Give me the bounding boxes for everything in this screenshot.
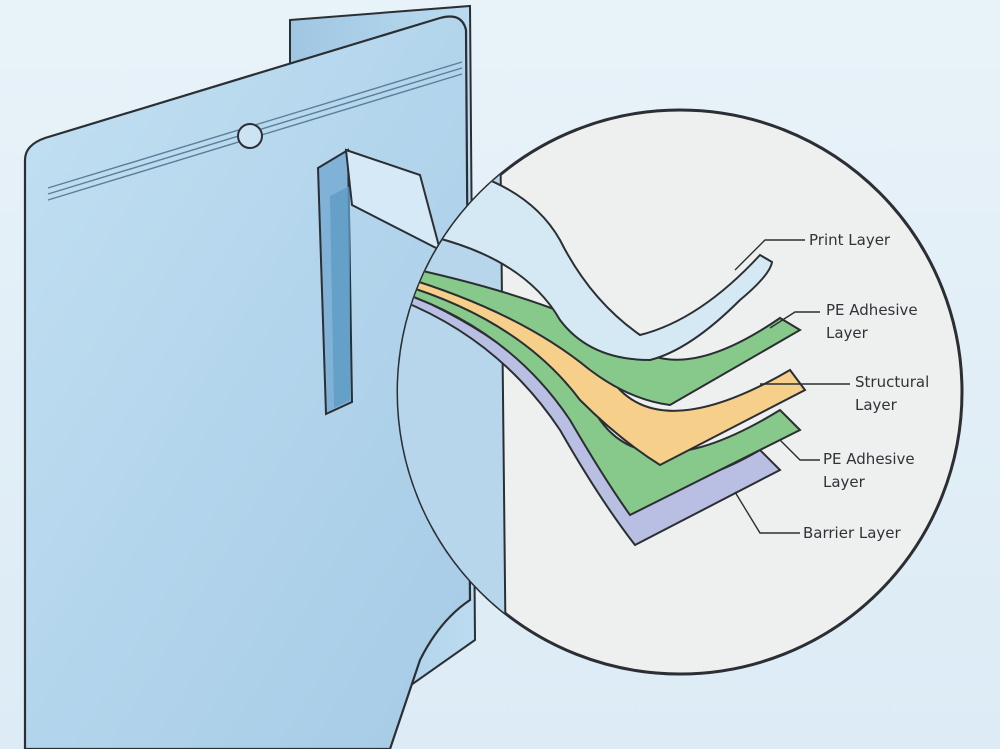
leader-pe-adhesive-bottom — [779, 439, 820, 461]
label-barrier-layer: Barrier Layer — [803, 524, 901, 542]
leader-lines — [734, 239, 850, 534]
label-pe-adhesive-bottom: PE Adhesive Layer — [823, 450, 915, 491]
label-structural-layer: Structural Layer — [855, 373, 930, 414]
label-print-layer: Print Layer — [809, 231, 891, 249]
layer-print-sheet — [399, 158, 774, 362]
hang-hole — [237, 123, 263, 149]
leader-pe-adhesive-top — [769, 311, 820, 329]
leader-print — [734, 239, 805, 271]
leader-barrier — [734, 491, 800, 534]
label-pe-adhesive-top: PE Adhesive Layer — [826, 301, 918, 342]
